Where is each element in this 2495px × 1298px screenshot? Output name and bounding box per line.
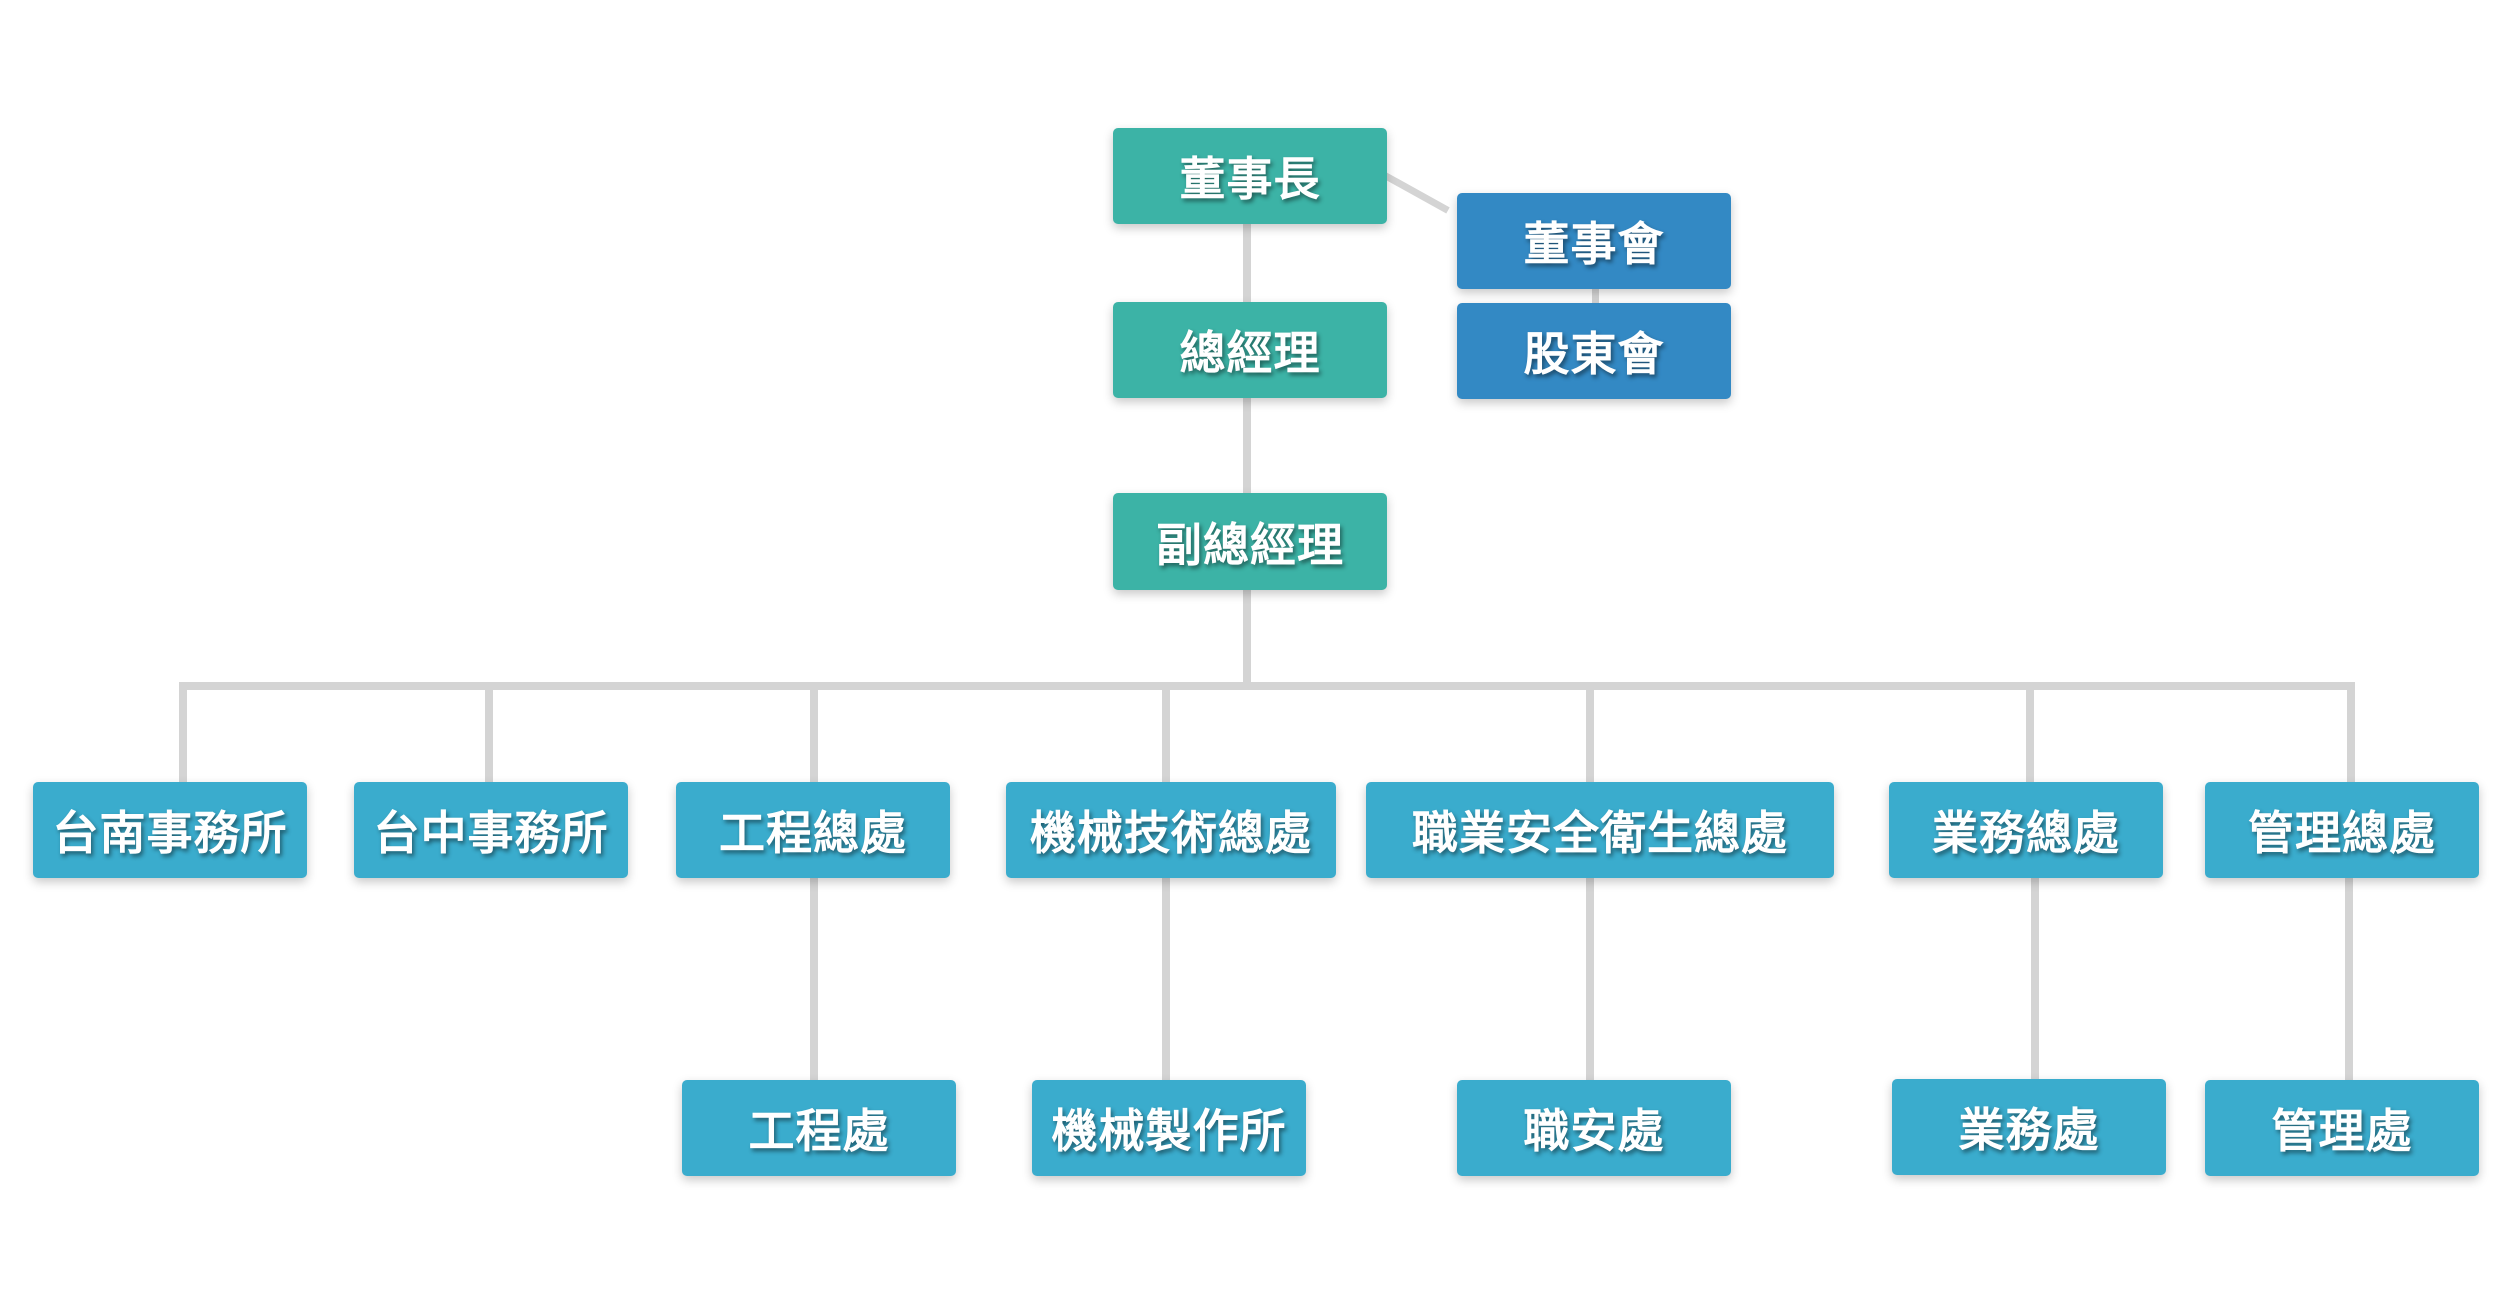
connector-division-trunk — [179, 682, 2355, 690]
connector-drop-engineering-general — [810, 682, 818, 785]
connector-chairman-to-general-manager — [1243, 222, 1251, 304]
connector-drop-machinery-tech-general — [1162, 682, 1170, 785]
taichung-office-box: 台中事務所 — [354, 782, 628, 878]
board-box: 董事會 — [1457, 193, 1731, 289]
connector-sub-management — [2345, 876, 2353, 1086]
deputy-general-manager-box: 副總經理 — [1113, 493, 1387, 590]
connector-drop-business-general — [2026, 682, 2034, 785]
shareholders-box: 股東會 — [1457, 303, 1731, 399]
connector-sub-business — [2031, 876, 2039, 1086]
connector-board-to-shareholders — [1592, 285, 1599, 311]
tainan-office-box: 台南事務所 — [33, 782, 307, 878]
connector-sub-engineering — [810, 876, 818, 1086]
connector-general-manager-to-deputy — [1243, 396, 1251, 494]
business-general-box: 業務總處 — [1889, 782, 2163, 878]
occupational-safety-box: 職安處 — [1457, 1080, 1731, 1176]
connector-sub-occupational-safety — [1586, 876, 1594, 1086]
occupational-safety-general-box: 職業安全衛生總處 — [1366, 782, 1834, 878]
connector-deputy-to-trunk — [1243, 588, 1251, 688]
connector-drop-taichung — [485, 682, 493, 785]
connector-sub-machinery-works — [1162, 876, 1170, 1086]
chairman-box: 董事長 — [1113, 128, 1387, 224]
business-box: 業務處 — [1892, 1079, 2166, 1175]
management-general-box: 管理總處 — [2205, 782, 2479, 878]
management-box: 管理處 — [2205, 1080, 2479, 1176]
connector-drop-management-general — [2347, 682, 2355, 785]
connector-chairman-to-board — [1383, 172, 1450, 214]
machinery-works-box: 機械製作所 — [1032, 1080, 1306, 1176]
connector-drop-occupational-safety-general — [1586, 682, 1594, 785]
machinery-tech-general-box: 機械技術總處 — [1006, 782, 1336, 878]
engineering-box: 工程處 — [682, 1080, 956, 1176]
connector-drop-tainan — [179, 682, 187, 785]
engineering-general-box: 工程總處 — [676, 782, 950, 878]
general-manager-box: 總經理 — [1113, 302, 1387, 398]
